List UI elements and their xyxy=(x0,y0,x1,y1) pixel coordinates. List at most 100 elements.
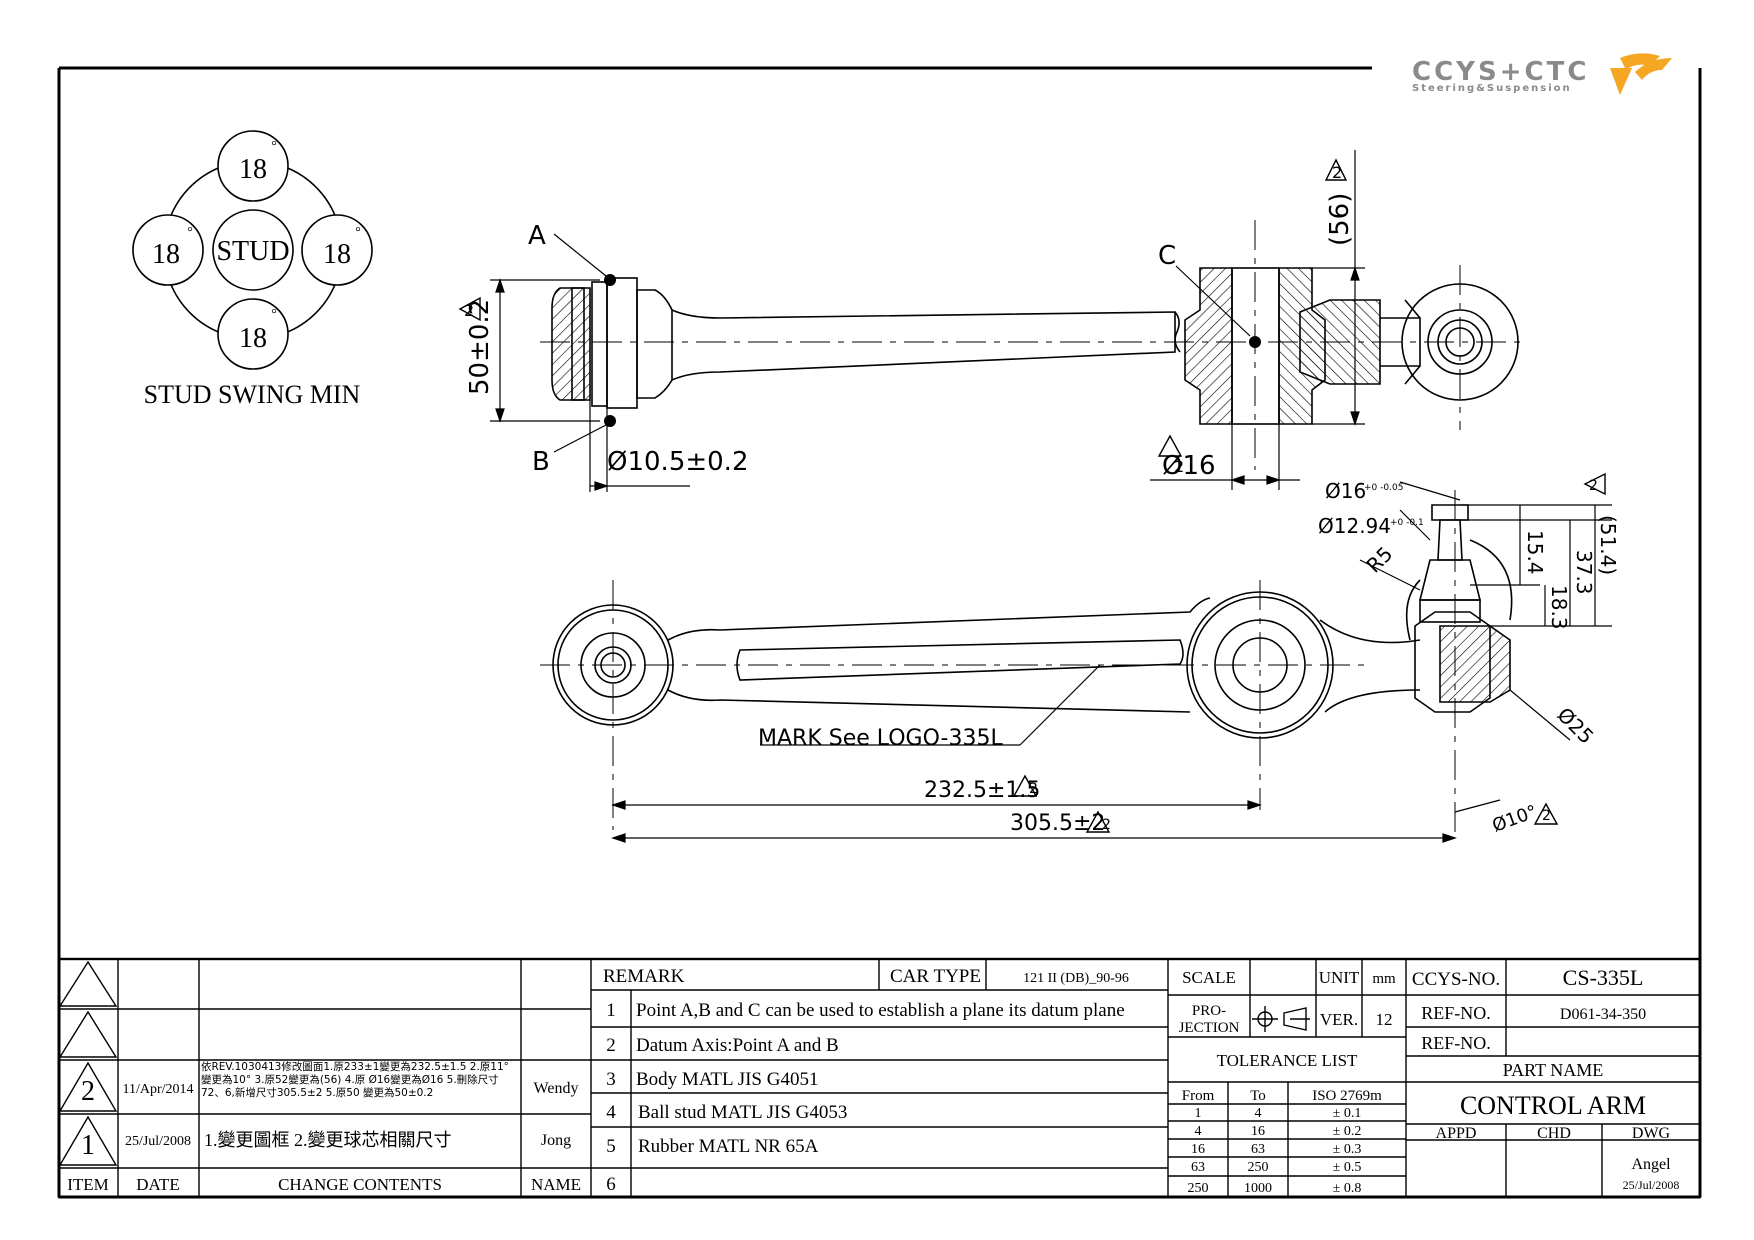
ref-no-label-2: REF-NO. xyxy=(1421,1033,1491,1053)
side-view-dimensions xyxy=(611,481,1612,843)
angle-top: 18 xyxy=(239,154,267,185)
label-a: A xyxy=(528,221,546,251)
tolerance-rows: 1 4 ± 0.1 4 16 ± 0.2 16 63 ± 0.3 63 250 … xyxy=(1188,1106,1362,1196)
rev-contents-1: 1.變更圖框 2.變更球芯相關尺寸 xyxy=(204,1130,452,1150)
tol-row-2-to: 16 xyxy=(1251,1124,1265,1139)
dim-25-label: Ø25 xyxy=(1552,703,1598,749)
dim-56-label: (56) xyxy=(1325,193,1355,246)
projection-label-2: JECTION xyxy=(1179,1020,1240,1036)
dim-232-label: 232.5±1.5 xyxy=(924,778,1040,803)
side-view-centerlines xyxy=(540,490,1456,840)
rev-marker-16: 2 xyxy=(1174,457,1184,476)
tol-row-1-from: 1 xyxy=(1195,1106,1202,1121)
revision-triangles xyxy=(458,158,1606,833)
dim-r5-label: R5 xyxy=(1362,542,1398,578)
ccys-no-value: CS-335L xyxy=(1563,965,1644,990)
deg-right: ° xyxy=(355,225,361,240)
tol-row-4-val: ± 0.5 xyxy=(1333,1160,1362,1175)
rev-date-1: 25/Jul/2008 xyxy=(125,1134,191,1149)
stud-swing-caption: STUD SWING MIN xyxy=(144,380,361,409)
rev-item-2: 2 xyxy=(81,1076,95,1107)
tol-row-3-from: 16 xyxy=(1191,1142,1205,1157)
header-contents: CHANGE CONTENTS xyxy=(278,1175,442,1194)
remark-text-2: Datum Axis:Point A and B xyxy=(636,1035,839,1056)
rev-marker-10deg: 2 xyxy=(1542,808,1551,824)
rev-marker-305: 2 xyxy=(1102,817,1111,833)
tol-row-1-to: 4 xyxy=(1255,1106,1262,1121)
remark-text-4: Ball stud MATL JIS G4053 xyxy=(638,1102,847,1123)
remark-text-5: Rubber MATL NR 65A xyxy=(638,1136,819,1157)
point-c-marker xyxy=(1249,336,1261,348)
logo-tagline: Steering&Suspension xyxy=(1412,83,1572,94)
header-item: ITEM xyxy=(67,1175,109,1194)
unit-value: mm xyxy=(1372,971,1396,987)
dim-51-4-label: (51.4) xyxy=(1596,515,1620,575)
rev-contents-2-box: 依REV.1030413修改圖面1.原233±1變更為232.5±1.5 2.原… xyxy=(201,1061,509,1099)
appd-label: APPD xyxy=(1436,1125,1477,1142)
dim-37-3-label: 37.3 xyxy=(1572,550,1596,595)
ver-value: 12 xyxy=(1376,1010,1393,1029)
rev-marker-232: 2 xyxy=(1029,781,1038,797)
drawer-name: Angel xyxy=(1631,1156,1671,1173)
point-a-marker xyxy=(604,274,616,286)
dim-305-label: 305.5±2 xyxy=(1010,811,1105,836)
tolerance-title: TOLERANCE LIST xyxy=(1217,1051,1358,1070)
chd-label: CHD xyxy=(1537,1125,1571,1142)
top-view-dimensions xyxy=(490,150,1365,492)
title-block-text: CCYS-NO. CS-335L REF-NO. D061-34-350 REF… xyxy=(1412,965,1679,1192)
logo-mark-icon xyxy=(1610,53,1672,95)
rev-marker-51-4: 2 xyxy=(1589,478,1598,494)
angle-left: 18 xyxy=(152,239,180,270)
stud-swing-diagram xyxy=(132,130,373,370)
tol-header-from: From xyxy=(1182,1088,1215,1104)
scale-unit-text: SCALE UNIT mm PRO- JECTION VER. 12 TOLER… xyxy=(1179,968,1396,1104)
ccys-no-label: CCYS-NO. xyxy=(1412,969,1500,990)
top-view xyxy=(551,267,1519,425)
company-logo: CCYS+CTC Steering&Suspension xyxy=(1412,53,1672,95)
part-name-label: PART NAME xyxy=(1503,1060,1603,1080)
mark-note: MARK See LOGO-335L xyxy=(758,726,1003,751)
tol-row-1-val: ± 0.1 xyxy=(1333,1106,1362,1121)
projection-label-1: PRO- xyxy=(1192,1003,1226,1019)
remark-num-2: 2 xyxy=(606,1035,616,1056)
dim-12-94-label: Ø12.94 xyxy=(1318,514,1391,538)
rev-date-2: 11/Apr/2014 xyxy=(122,1082,193,1097)
dim-16-top-tol: +0 -0.05 xyxy=(1364,483,1403,493)
header-date: DATE xyxy=(136,1175,179,1194)
remark-num-1: 1 xyxy=(606,1000,616,1021)
header-name: NAME xyxy=(531,1175,581,1194)
datum-points xyxy=(604,274,1261,427)
remark-title: REMARK xyxy=(603,966,685,987)
part-name-value: CONTROL ARM xyxy=(1460,1091,1646,1120)
tol-row-5-from: 250 xyxy=(1188,1181,1209,1196)
remark-num-6: 6 xyxy=(606,1174,616,1195)
tol-row-2-from: 4 xyxy=(1195,1124,1202,1139)
angle-bottom: 18 xyxy=(239,323,267,354)
dwg-label: DWG xyxy=(1632,1125,1671,1142)
deg-top: ° xyxy=(271,139,277,154)
tol-row-4-from: 63 xyxy=(1191,1160,1205,1175)
rev-marker-56: 2 xyxy=(1332,163,1342,182)
ref-no-value: D061-34-350 xyxy=(1560,1006,1646,1023)
stud-label: STUD xyxy=(216,236,289,267)
dim-16-label: Ø16 xyxy=(1162,451,1216,481)
tol-row-5-val: ± 0.8 xyxy=(1333,1181,1362,1196)
revision-table-text: 2 11/Apr/2014 Wendy 1 25/Jul/2008 1.變更圖框… xyxy=(67,1076,581,1194)
rev-name-1: Jong xyxy=(541,1132,571,1149)
tol-row-3-to: 63 xyxy=(1251,1142,1265,1157)
logo-brand: CCYS+CTC xyxy=(1412,57,1589,87)
side-view xyxy=(552,504,1513,739)
scale-label: SCALE xyxy=(1182,968,1236,987)
draw-date: 25/Jul/2008 xyxy=(1623,1178,1680,1192)
dim-18-3-label: 18.3 xyxy=(1547,585,1571,630)
tol-header-to: To xyxy=(1250,1088,1266,1104)
car-type-value: 121 II (DB)_90-96 xyxy=(1023,971,1129,986)
remark-num-3: 3 xyxy=(606,1069,616,1090)
ver-label: VER. xyxy=(1320,1010,1358,1029)
rev-item-1: 1 xyxy=(81,1130,95,1161)
dim-10-5-label: Ø10.5±0.2 xyxy=(607,447,749,477)
dim-15-4-label: 15.4 xyxy=(1523,530,1547,575)
rev-contents-2: 依REV.1030413修改圖面1.原233±1變更為232.5±1.5 2.原… xyxy=(201,1061,509,1099)
dim-50-label: 50±0.2 xyxy=(465,299,495,395)
